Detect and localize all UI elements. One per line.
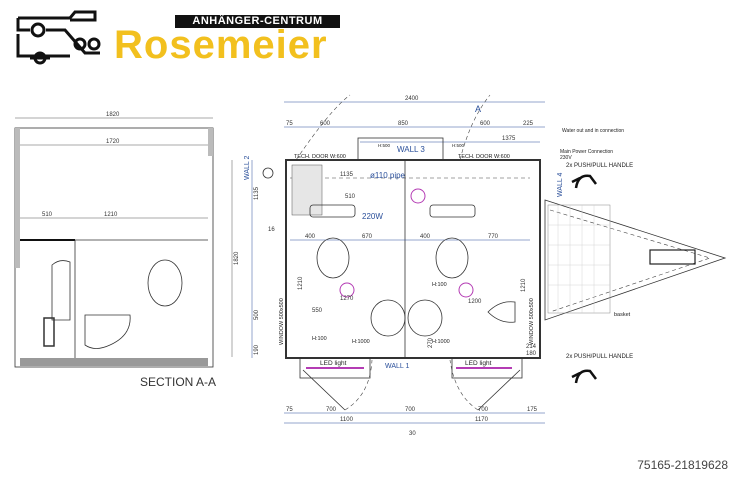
height-label: H:100 (312, 336, 327, 342)
dim-label: 1720 (106, 139, 120, 145)
dim-label: 1820 (106, 112, 120, 118)
dim-label: 510 (345, 194, 356, 200)
dim-label: 1200 (468, 299, 482, 305)
dim-label: 500 (254, 309, 260, 320)
logo-brand: Rosemeier (114, 23, 328, 67)
water-connection-label: Water out and in connection (562, 128, 624, 134)
dim-label: 1270 (340, 296, 354, 302)
dim-label: 175 (527, 407, 538, 413)
dim-label: 1135 (254, 186, 260, 200)
dim-label: 2400 (405, 96, 419, 102)
dim-label: 700 (326, 407, 337, 413)
dim-label: 670 (362, 234, 373, 240)
height-label: H:1000 (432, 339, 450, 345)
led-label: LED light (465, 360, 492, 367)
trailer-logo-icon (16, 10, 101, 65)
dim-label: 1100 (340, 417, 354, 423)
door-label: TECH. DOOR W:600 (294, 154, 346, 160)
height-label: H:500 (378, 143, 391, 148)
dim-label: 75 (286, 121, 293, 127)
dim-label: 550 (312, 308, 323, 314)
wall-label: WALL 1 (385, 363, 409, 370)
section-marker: A (475, 104, 481, 114)
voltage-label: 230V (560, 155, 572, 161)
handle-label: 2x PUSH/PULL HANDLE (566, 354, 633, 360)
listing-id-watermark: 75165-21819628 (637, 458, 728, 472)
company-logo: ANHÄNGER-CENTRUM Rosemeier (10, 8, 340, 67)
plan-view: 2400 75 600 850 600 225 1375 WALL 3 A TE… (234, 94, 727, 437)
dim-label: 700 (478, 407, 489, 413)
handle-label: 2x PUSH/PULL HANDLE (566, 163, 633, 169)
section-view: 1820 1720 510 1210 SECTION A-A (14, 112, 233, 389)
section-title: SECTION A-A (140, 375, 216, 389)
wall-label: WALL 3 (397, 145, 425, 154)
dim-label: 600 (480, 121, 491, 127)
dim-label: 1170 (475, 417, 489, 423)
dim-label: 1210 (104, 212, 118, 218)
dim-label: 270 (428, 337, 434, 348)
dim-label: 1820 (234, 251, 240, 265)
height-label: H:500 (452, 143, 465, 148)
dim-label: 214 (526, 344, 537, 350)
dim-label: 850 (398, 121, 409, 127)
height-label: H:1000 (352, 339, 370, 345)
wall-label: WALL 4 (557, 173, 564, 197)
handle-icon (571, 369, 597, 384)
dim-label: 600 (320, 121, 331, 127)
dim-label: 30 (409, 431, 416, 437)
dim-label: 510 (42, 212, 53, 218)
dim-label: 1135 (340, 172, 354, 178)
led-label: LED light (320, 360, 347, 367)
dim-label: 1375 (502, 136, 516, 142)
wall-label: WALL 2 (244, 156, 251, 180)
dim-label: 180 (526, 351, 537, 357)
basket-label: basket (614, 312, 631, 318)
dim-label: 400 (305, 234, 316, 240)
window-label: WINDOW 500x500 (529, 298, 535, 345)
door-label: TECH. DOOR W:600 (458, 154, 510, 160)
dim-label: 400 (420, 234, 431, 240)
handle-icon (571, 174, 597, 189)
dim-label: 75 (286, 407, 293, 413)
dim-label: 700 (405, 407, 416, 413)
dim-label: 190 (254, 344, 260, 355)
dim-label: 1210 (521, 278, 527, 292)
logo-tagline: ANHÄNGER-CENTRUM (175, 15, 340, 28)
height-label: H:100 (432, 282, 447, 288)
power-label: 220W (362, 212, 383, 221)
window-label: WINDOW 500x500 (279, 298, 285, 345)
power-connection-label: Main Power Connection (560, 149, 613, 155)
pipe-label: ø110 pipe (370, 171, 406, 180)
dim-label: 770 (488, 234, 499, 240)
dim-label: 225 (523, 121, 534, 127)
dim-label: 1210 (298, 276, 304, 290)
dim-label: 16 (268, 227, 275, 233)
